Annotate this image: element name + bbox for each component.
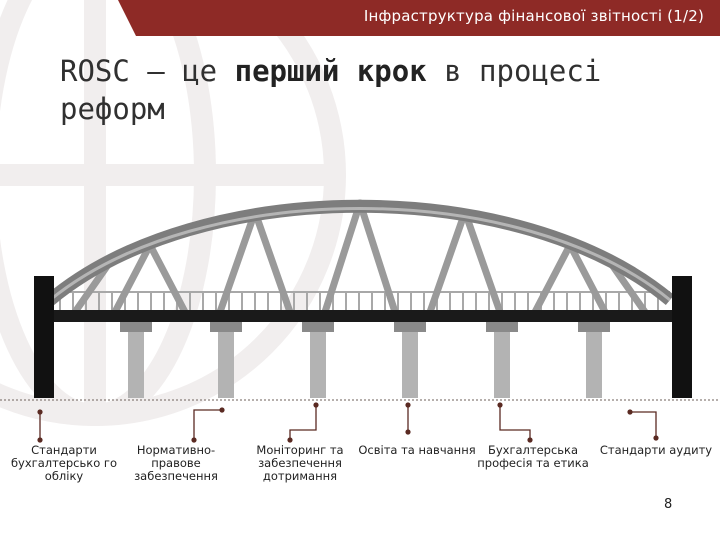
slide-title: ROSC – це перший крок в процесі реформ (60, 52, 660, 128)
connector-dots (37, 402, 659, 443)
pier-caps (120, 322, 610, 332)
slide-title-pre: ROSC – це (60, 54, 235, 88)
bridge-piers (128, 332, 602, 398)
slide-title-post: в процесі реформ (60, 54, 602, 126)
bridge-arch-highlight (49, 207, 671, 302)
pillar-label-education: Освіта та навчання (358, 443, 476, 457)
bridge-deck (40, 310, 680, 322)
header-bar: Інфраструктура фінансової звітності (1/2… (118, 0, 720, 36)
left-tower (34, 276, 54, 398)
pillar-label-accounting-standards: Стандарти бухгалтерсько го обліку (10, 443, 118, 483)
pillar-label-profession-ethics: Бухгалтерська професія та етика (477, 443, 589, 470)
bridge-railing (55, 291, 670, 312)
pillar-label-monitoring: Моніторинг та забезпечення дотримання (256, 443, 344, 483)
right-tower (672, 276, 692, 398)
slide-title-bold: перший крок (234, 54, 427, 88)
header-title: Інфраструктура фінансової звітності (1/2… (363, 7, 704, 25)
label-connectors (39, 405, 657, 440)
pillar-label-audit-standards: Стандарти аудиту (599, 443, 713, 457)
page-number: 8 (664, 497, 673, 512)
bridge-illustration (0, 199, 720, 443)
pillar-label-legal-framework: Нормативно-правове забезпечення (134, 443, 218, 483)
